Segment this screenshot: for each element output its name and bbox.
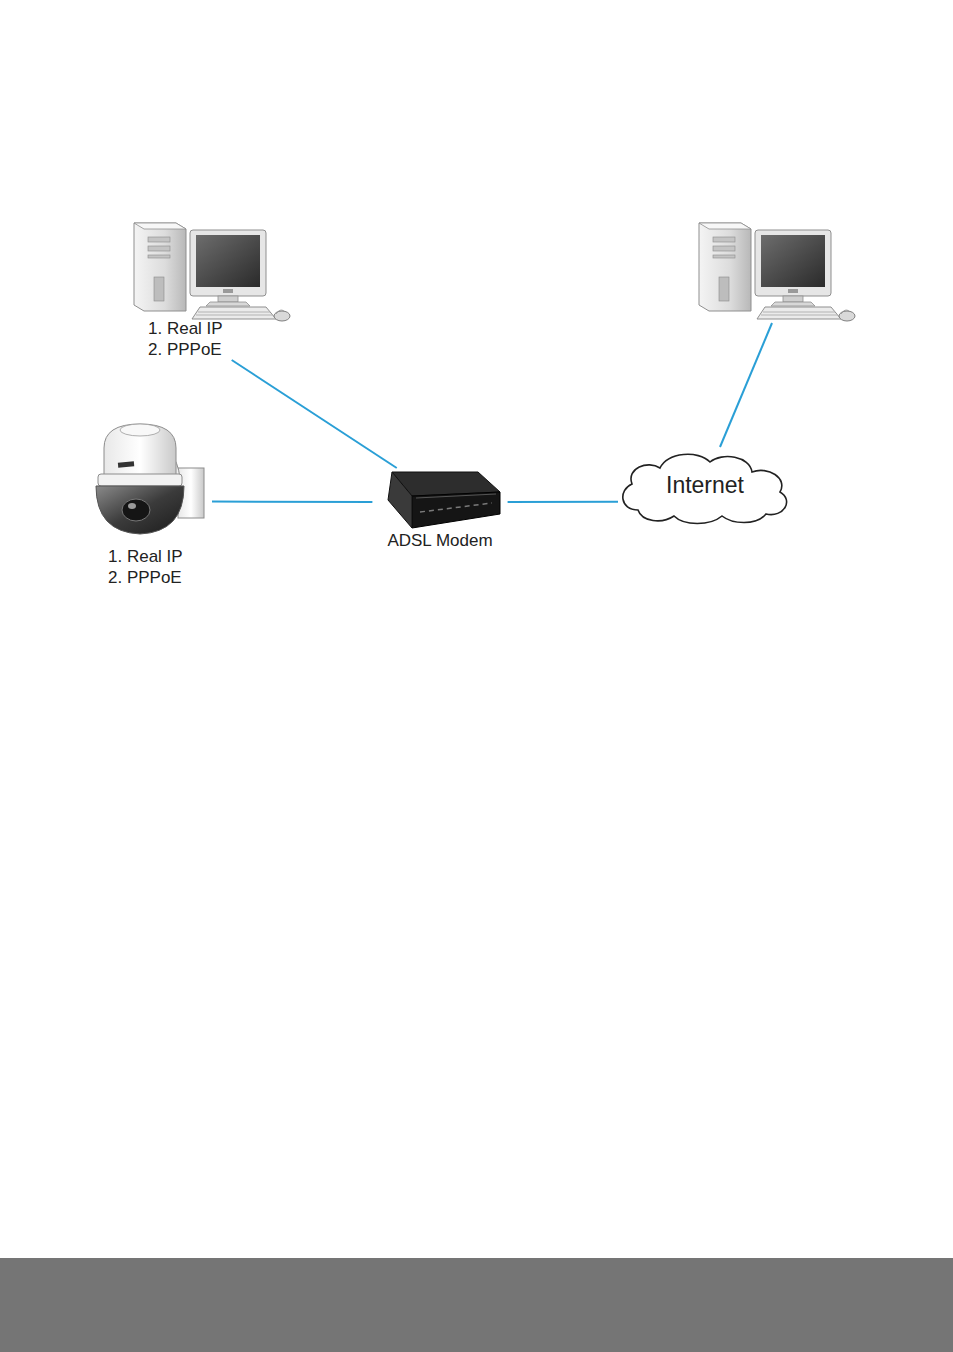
config-item: 1. Real IP: [108, 546, 183, 567]
network-link: [508, 501, 618, 503]
footer-bar: [0, 1258, 953, 1352]
config-item: 2. PPPoE: [148, 339, 222, 360]
config-item: 2. PPPoE: [108, 567, 182, 588]
cloud-shape: [623, 454, 787, 523]
config-item: 1. Real IP: [148, 318, 223, 339]
device-name: ADSL Modem: [387, 530, 492, 551]
cloud-label: Internet: [666, 472, 744, 499]
network-link: [212, 501, 372, 503]
modem-box: ADSL Modem: [372, 468, 507, 555]
device-label-box: 1. Real IP2. PPPoE: [85, 420, 212, 590]
internet-cloud: Internet: [618, 450, 792, 525]
network-link: [232, 360, 397, 468]
device-label-box: 1. Real IP2. PPPoE: [128, 212, 298, 360]
